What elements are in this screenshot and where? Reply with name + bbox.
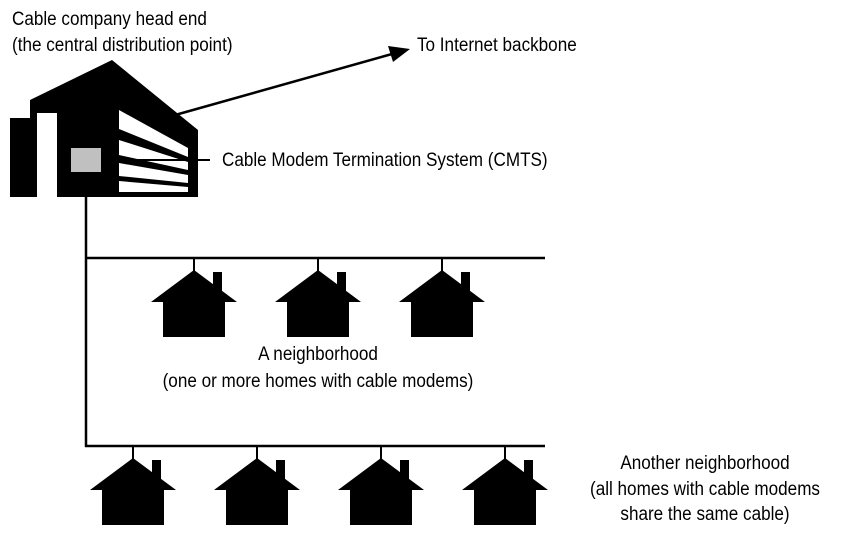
cmts-box [71,148,101,172]
neighborhood2-label-line3: share the same cable) [620,504,790,525]
home-icon [399,270,485,337]
cable-lines [84,172,545,448]
neighborhood2-label-line1: Another neighborhood [620,453,790,474]
neighborhood1-label-line1: A neighborhood [258,344,378,365]
home-icon [275,270,361,337]
home-icon [338,458,424,525]
cable-drops [132,258,506,460]
cmts-label: Cable Modem Termination System (CMTS) [222,150,548,171]
neighborhood1-label-line2: (one or more homes with cable modems) [162,371,474,392]
home-icon [214,458,300,525]
internet-backbone-label: To Internet backbone [417,35,577,56]
head-end-label-line2: (the central distribution point) [12,35,233,56]
head-end-label-line1: Cable company head end [12,9,207,30]
neighborhood2-label-line2: (all homes with cable modems [589,479,820,500]
home-icon [90,458,176,525]
cmts-pointer-arrow [104,154,210,166]
home-icon [462,458,548,525]
home-icon [151,270,237,337]
head-end-building-icon [10,60,198,197]
internet-arrow [167,46,410,119]
